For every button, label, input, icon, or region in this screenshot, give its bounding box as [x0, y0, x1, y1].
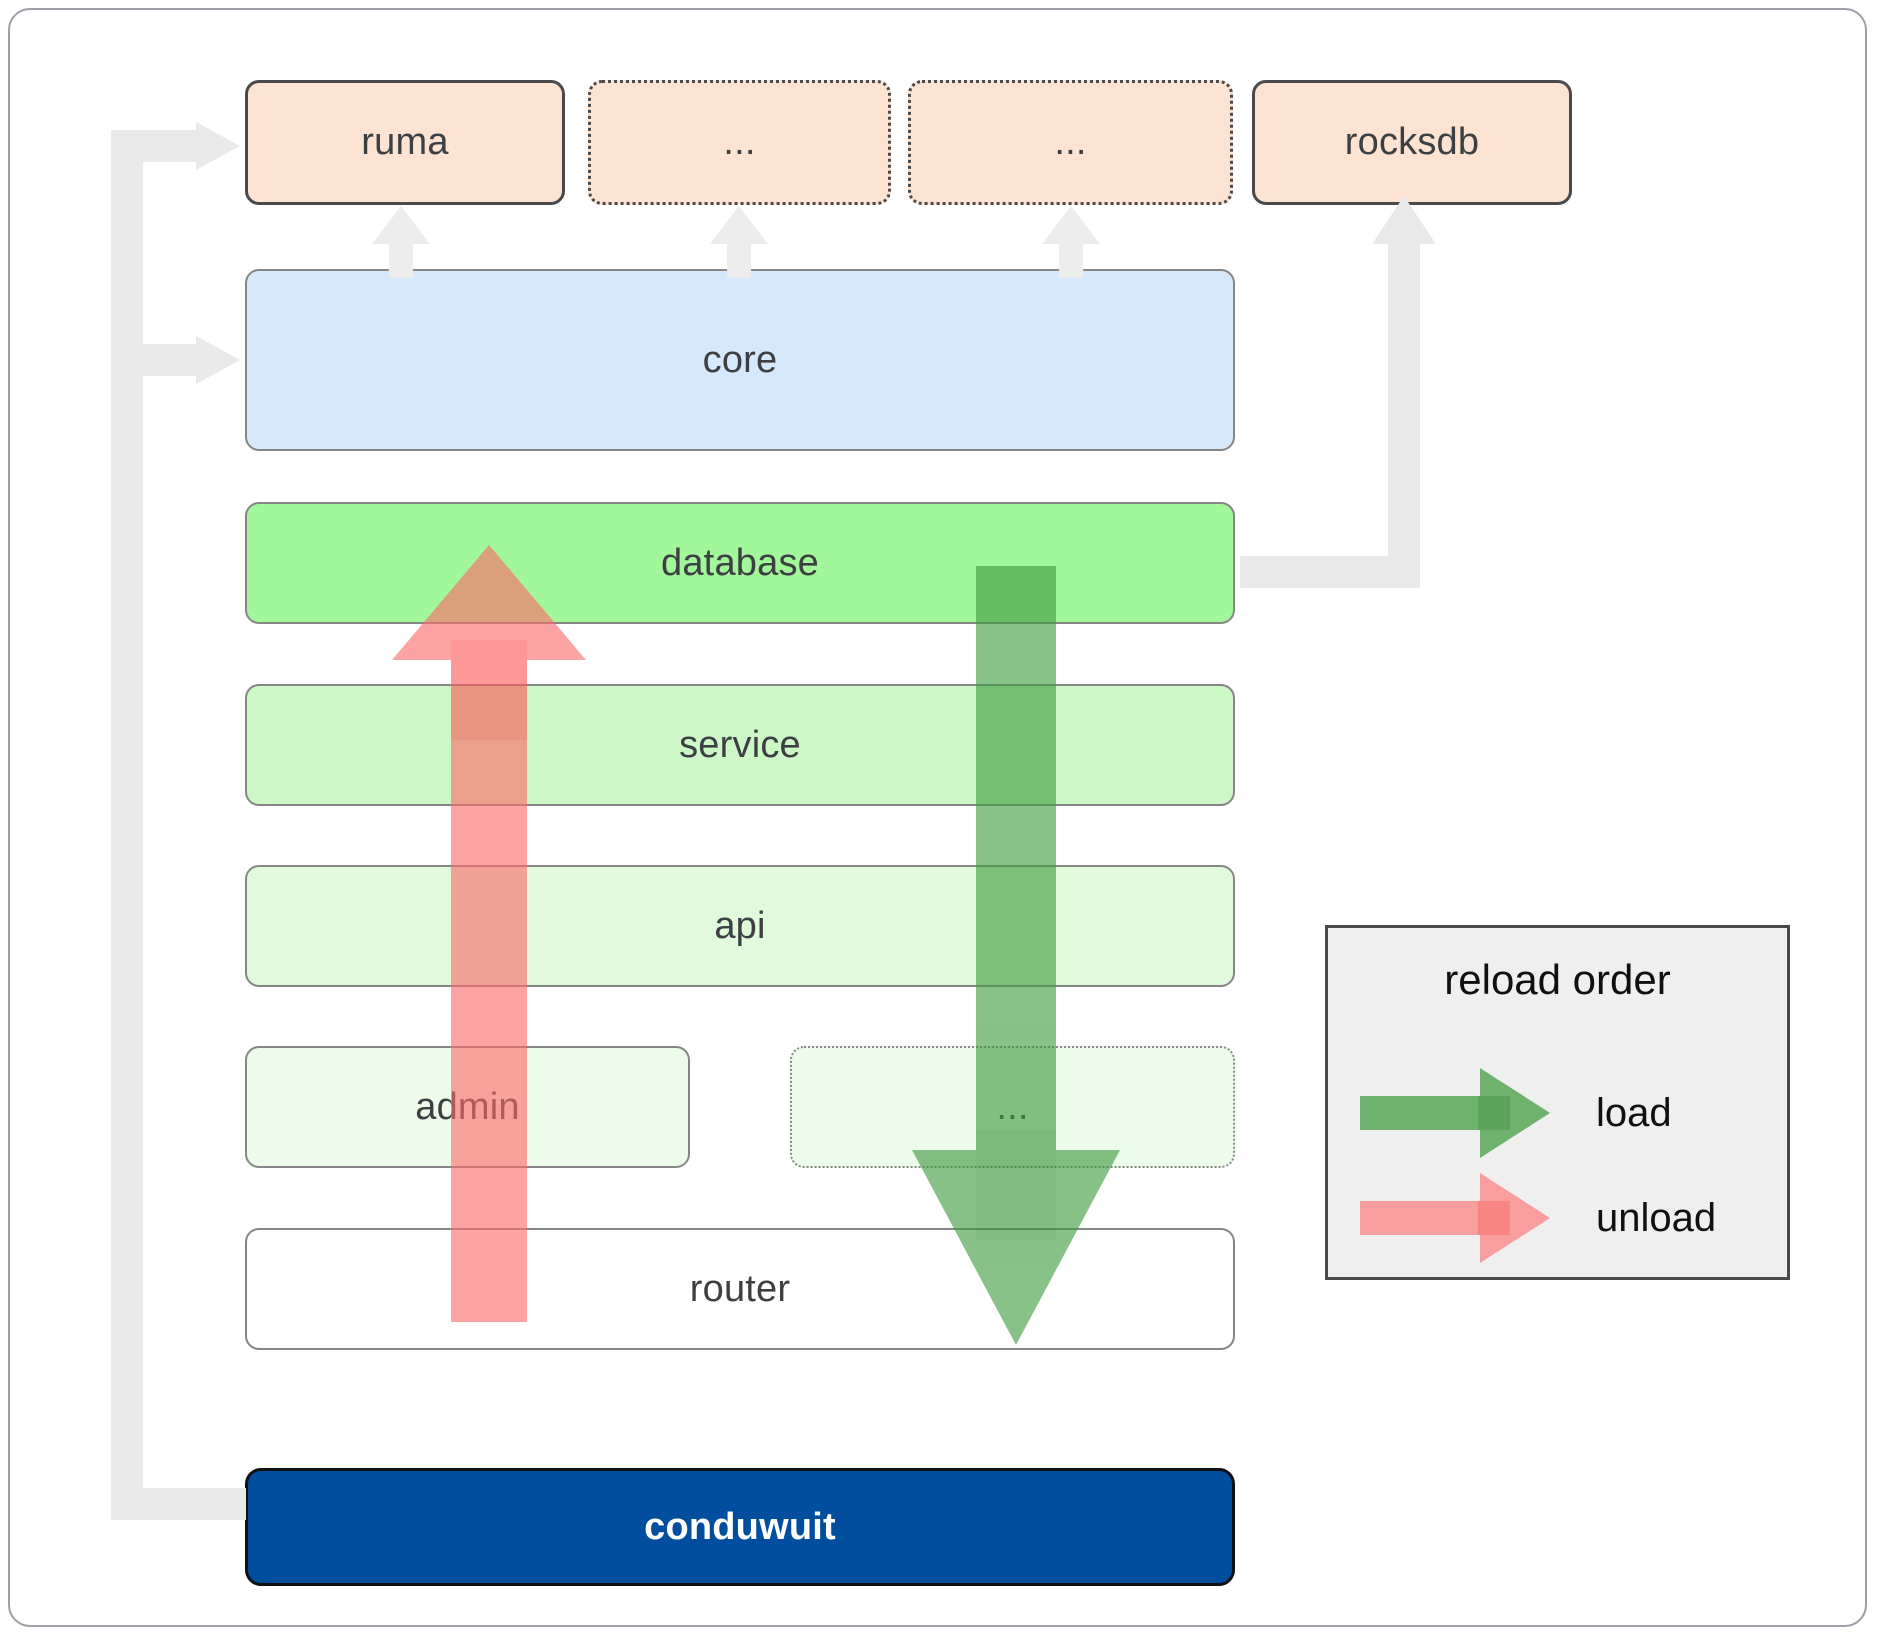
legend-title: reload order: [1444, 956, 1671, 1003]
crate-box-rocksdb[interactable]: rocksdb: [1252, 80, 1572, 205]
layer-label-admin: admin: [415, 1085, 520, 1128]
layer-box-dots[interactable]: ...: [790, 1046, 1235, 1168]
legend-row-unload: unload: [1328, 1173, 1787, 1263]
layer-box-core[interactable]: core: [245, 269, 1235, 451]
legend-panel: reload order load unload: [1325, 925, 1790, 1280]
load-arrow-icon: [1360, 1068, 1550, 1158]
layer-label-database: database: [661, 541, 819, 584]
layer-label-core: core: [702, 338, 778, 381]
diagram-frame: [8, 8, 1867, 1627]
layer-label-dots: ...: [996, 1085, 1029, 1128]
layer-label-router: router: [689, 1267, 791, 1310]
layer-label-service: service: [679, 723, 801, 766]
legend-label-load: load: [1596, 1090, 1672, 1135]
binary-label-conduwuit: conduwuit: [644, 1505, 836, 1548]
layer-box-admin[interactable]: admin: [245, 1046, 690, 1168]
crate-label-dots-2: ...: [1054, 121, 1087, 163]
crate-label-dots-1: ...: [723, 121, 756, 163]
crate-label-ruma: ruma: [361, 121, 449, 163]
crate-box-dots-1[interactable]: ...: [588, 80, 891, 205]
layer-label-api: api: [714, 904, 766, 947]
crate-box-dots-2[interactable]: ...: [908, 80, 1233, 205]
layer-box-api[interactable]: api: [245, 865, 1235, 987]
crate-label-rocksdb: rocksdb: [1344, 121, 1480, 163]
layer-box-service[interactable]: service: [245, 684, 1235, 806]
legend-label-unload: unload: [1596, 1195, 1717, 1240]
crate-box-ruma[interactable]: ruma: [245, 80, 565, 205]
unload-arrow-icon: [1360, 1173, 1550, 1263]
binary-box-conduwuit[interactable]: conduwuit: [245, 1468, 1235, 1586]
layer-box-database[interactable]: database: [245, 502, 1235, 624]
layer-box-router[interactable]: router: [245, 1228, 1235, 1350]
legend-row-load: load: [1328, 1068, 1787, 1158]
